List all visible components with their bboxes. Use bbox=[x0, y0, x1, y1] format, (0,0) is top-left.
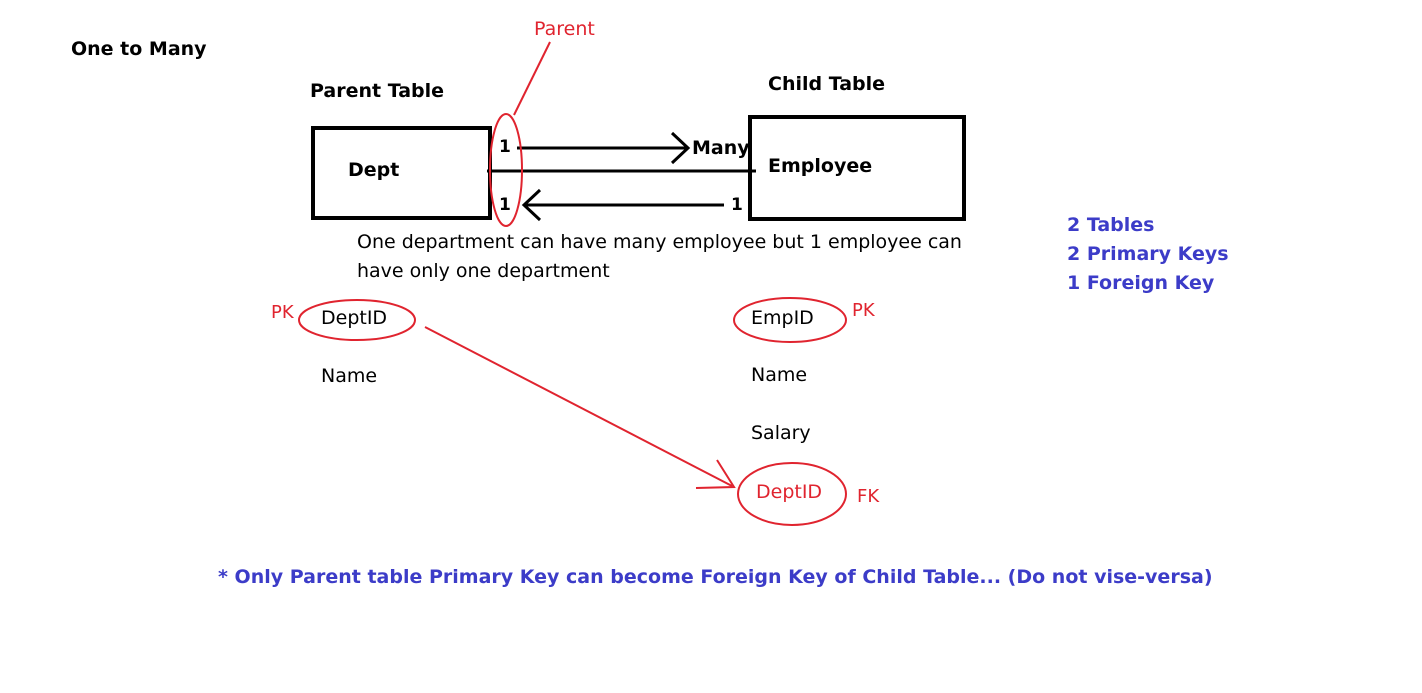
arrow-one-to-one-head bbox=[521, 188, 542, 222]
cardinality-one-bottom: 1 bbox=[499, 195, 511, 215]
pk-to-fk-arrow-shaft bbox=[424, 326, 733, 487]
arrow-one-to-many-head bbox=[670, 131, 691, 165]
summary-foreign-key: 1 Foreign Key bbox=[1067, 272, 1215, 294]
parent-side-ellipse bbox=[489, 113, 523, 227]
emp-field-salary: Salary bbox=[751, 422, 811, 444]
footnote: * Only Parent table Primary Key can beco… bbox=[218, 566, 1213, 588]
employee-table-name: Employee bbox=[768, 155, 873, 177]
emp-pk-label: PK bbox=[852, 300, 875, 321]
emp-fk-label: FK bbox=[857, 486, 880, 507]
emp-pk-ellipse bbox=[733, 297, 847, 343]
cardinality-many: Many bbox=[692, 137, 750, 159]
parent-table-header: Parent Table bbox=[310, 80, 445, 102]
dept-field-deptid: DeptID bbox=[321, 307, 388, 329]
parent-pointer-line bbox=[513, 41, 551, 116]
cardinality-one-right: 1 bbox=[731, 195, 743, 215]
summary-primary-keys: 2 Primary Keys bbox=[1067, 243, 1229, 265]
emp-field-deptid-fk: DeptID bbox=[756, 481, 823, 503]
diagram-title: One to Many bbox=[71, 38, 207, 60]
emp-field-empid: EmpID bbox=[751, 307, 814, 329]
dept-table-name: Dept bbox=[348, 159, 400, 181]
child-table-header: Child Table bbox=[768, 73, 886, 95]
relationship-description: One department can have many employee bu… bbox=[357, 231, 962, 282]
parent-annotation: Parent bbox=[534, 18, 595, 40]
emp-fk-ellipse bbox=[737, 462, 847, 526]
summary-tables: 2 Tables bbox=[1067, 214, 1155, 236]
dept-pk-ellipse bbox=[298, 299, 416, 341]
emp-field-name: Name bbox=[751, 364, 808, 386]
dept-pk-label: PK bbox=[271, 302, 294, 323]
cardinality-one-top: 1 bbox=[499, 137, 511, 157]
dept-table-box bbox=[311, 126, 492, 220]
employee-table-box bbox=[748, 115, 966, 221]
dept-field-name: Name bbox=[321, 365, 378, 387]
pk-to-fk-arrow-head bbox=[695, 459, 736, 489]
